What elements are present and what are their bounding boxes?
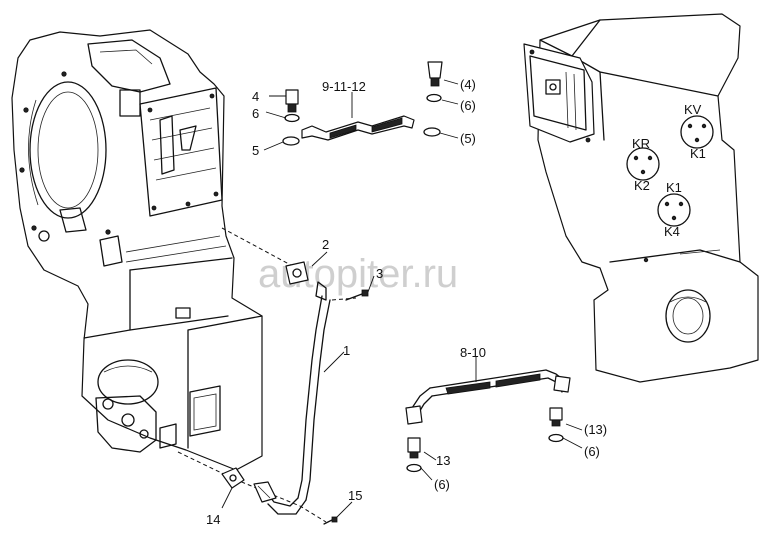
label-part-4: 4 — [252, 89, 259, 104]
part-labels: 4 6 5 9-11-12 (4) (6) (5) 2 3 1 8-10 (13… — [206, 77, 607, 527]
label-part-6-ref-3: (6) — [434, 477, 450, 492]
label-part-6-ref: (6) — [460, 98, 476, 113]
assembly-lines — [177, 227, 357, 523]
label-part-5-ref: (5) — [460, 131, 476, 146]
label-part-1: 1 — [343, 343, 350, 358]
label-part-5: 5 — [252, 143, 259, 158]
upper-hose-assembly — [282, 61, 443, 146]
label-part-13: 13 — [436, 453, 450, 468]
label-part-13-ref: (13) — [584, 422, 607, 437]
label-part-6-ref-2: (6) — [584, 444, 600, 459]
label-part-4-ref: (4) — [460, 77, 476, 92]
port-mark-k1: K1 — [690, 146, 706, 161]
label-part-14: 14 — [206, 512, 220, 527]
label-part-15: 15 — [348, 488, 362, 503]
port-mark-k4: K4 — [664, 224, 680, 239]
port-mark-k1b: K1 — [666, 180, 682, 195]
oil-pipe-assembly — [221, 261, 369, 525]
valve-body: KV K1 KR K2 K1 K4 — [523, 13, 759, 383]
port-mark-kv: KV — [684, 102, 702, 117]
label-part-6: 6 — [252, 106, 259, 121]
label-part-2: 2 — [322, 237, 329, 252]
transmission-housing — [11, 29, 263, 471]
label-hose-lower: 8-10 — [460, 345, 486, 360]
port-mark-kr: KR — [632, 136, 650, 151]
label-part-3: 3 — [376, 266, 383, 281]
leader-lines — [221, 79, 583, 519]
label-hose-upper: 9-11-12 — [322, 79, 366, 94]
port-mark-k2: K2 — [634, 178, 650, 193]
